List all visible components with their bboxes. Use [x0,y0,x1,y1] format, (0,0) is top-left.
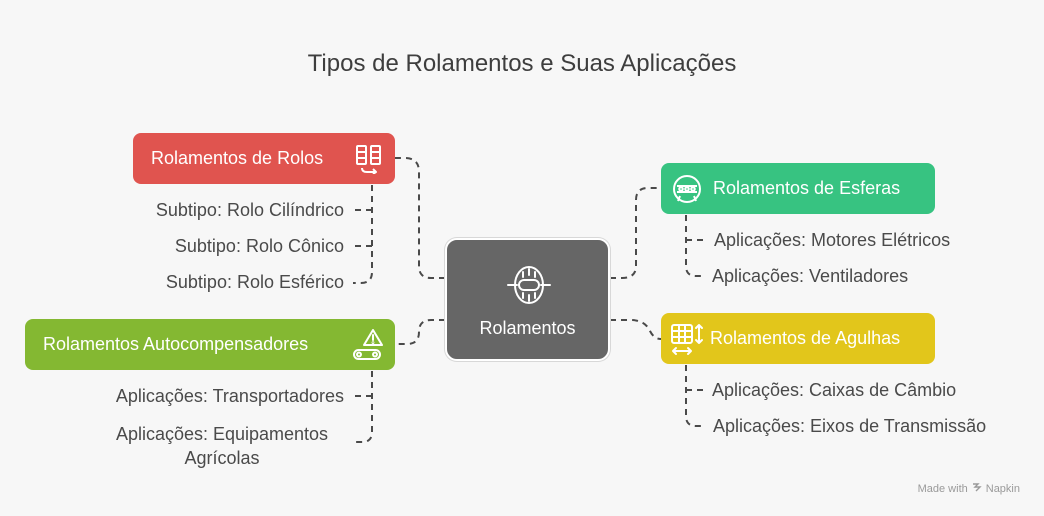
node-rolamentos-de-agulhas: Rolamentos de Agulhas [661,313,935,364]
node-rolamentos-de-esferas: Rolamentos de Esferas [661,163,935,214]
needle-grid-icon [670,322,706,361]
watermark-text: Made with [917,482,968,495]
napkin-logo-icon [972,482,982,495]
bearing-icon [506,264,552,311]
ball-bearing-icon [671,173,703,210]
roller-bearing-icon [354,144,384,179]
leaf-eixos-de-transmissao: Aplicações: Eixos de Transmissão [713,416,987,436]
node-label: Rolamentos Autocompensadores [43,334,309,354]
node-rolamentos-autocompensadores: Rolamentos Autocompensadores [25,319,395,370]
center-node-rolamentos: Rolamentos [445,238,610,361]
leaf-motores-eletricos: Aplicações: Motores Elétricos [714,230,951,250]
leaf-rolo-conico: Subtipo: Rolo Cônico [174,236,344,256]
leaf-rolo-cilindrico: Subtipo: Rolo Cilíndrico [155,200,344,220]
watermark-brand: Napkin [985,482,1020,495]
node-rolamentos-de-rolos: Rolamentos de Rolos [133,133,395,184]
leaf-caixas-de-cambio: Aplicações: Caixas de Câmbio [712,380,957,400]
watermark: Made with Napkin [918,482,1020,495]
diagram-title: Tipos de Rolamentos e Suas Aplicações [307,50,737,77]
node-label: Rolamentos de Agulhas [710,328,901,348]
leaf-equipamentos-agricolas: Aplicações: Equipamentos Agrícolas [115,424,329,468]
warning-conveyor-icon [351,328,385,367]
leaf-transportadores: Aplicações: Transportadores [115,386,344,406]
center-label: Rolamentos [479,318,576,338]
leaf-ventiladores: Aplicações: Ventiladores [712,266,909,286]
leaf-rolo-esferico: Subtipo: Rolo Esférico [165,272,344,292]
node-label: Rolamentos de Esferas [713,178,901,198]
node-label: Rolamentos de Rolos [151,148,324,168]
